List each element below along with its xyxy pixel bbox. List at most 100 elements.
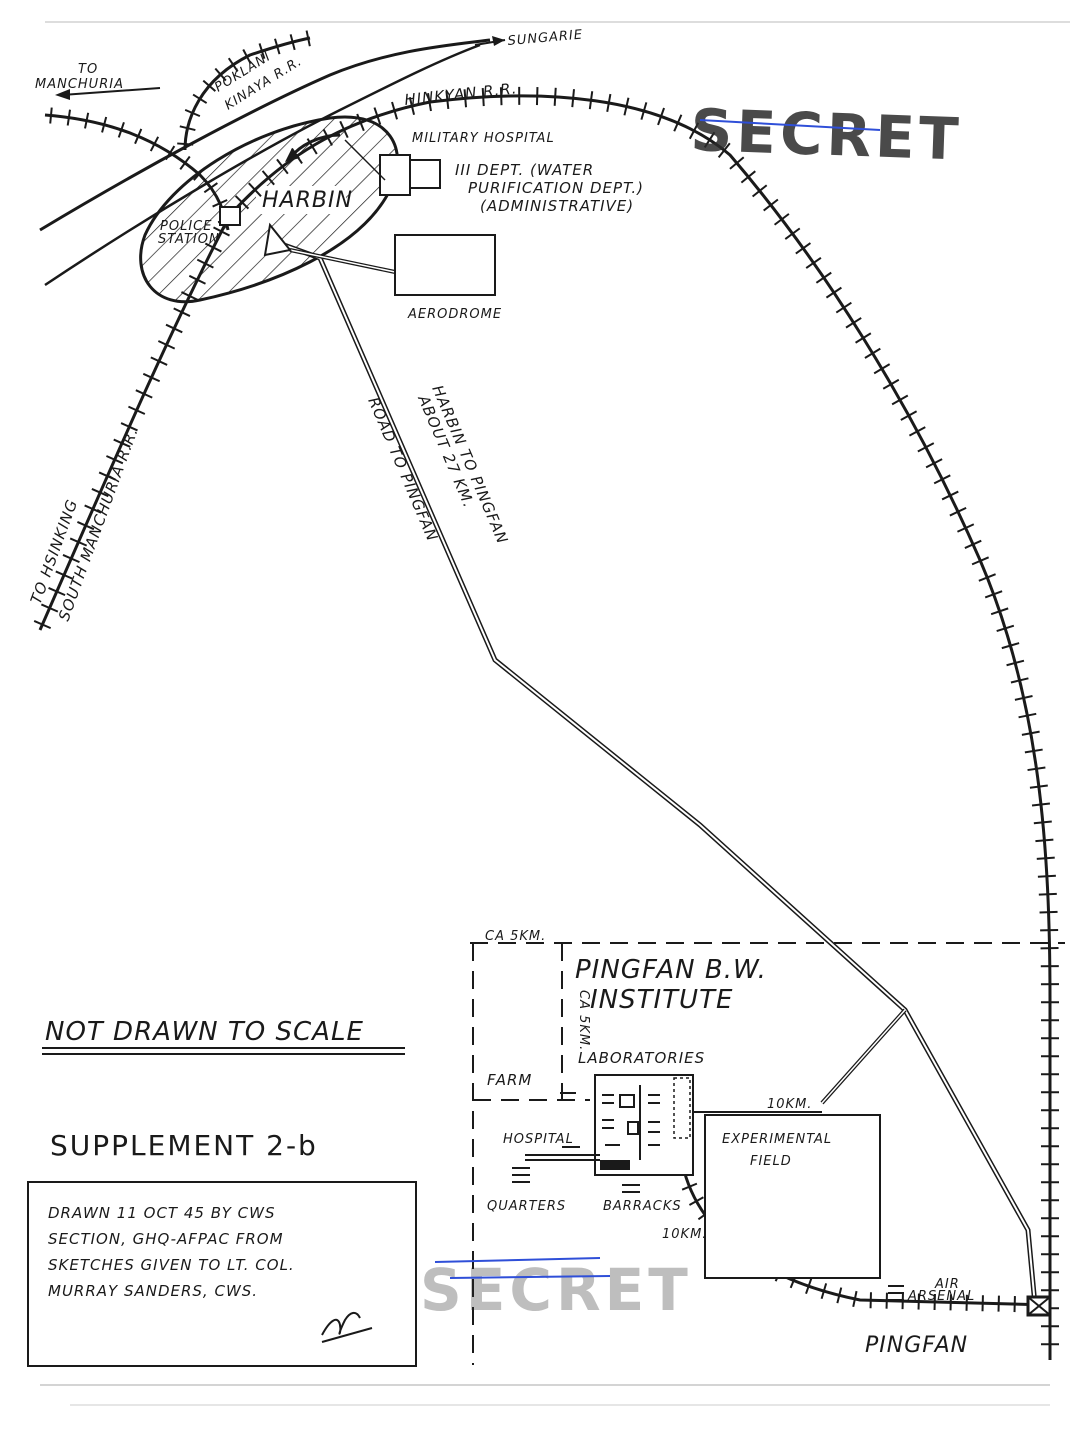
air-arsenal-marks	[888, 1285, 904, 1301]
hospital-leader	[344, 139, 386, 181]
railway-tie	[640, 102, 648, 120]
railway-tie	[1033, 820, 1052, 825]
hospital-pointer-head	[285, 148, 300, 162]
railway-tie	[1029, 784, 1048, 789]
aerodrome-box	[394, 234, 496, 296]
third-dept-building	[409, 159, 441, 189]
railway-tie	[703, 131, 716, 148]
railway-tie	[949, 506, 967, 517]
railway-tie	[571, 89, 575, 108]
manchuria-arrow-line	[61, 87, 161, 96]
railway-tie	[274, 38, 281, 55]
railway-tie	[276, 158, 289, 175]
railway-tie	[84, 112, 90, 129]
railway-tie	[214, 67, 227, 82]
railway-tie	[681, 1182, 698, 1191]
railway-tie	[142, 372, 161, 383]
lab-railing	[673, 1077, 691, 1139]
label-laboratories: LABORATORIES	[578, 1049, 705, 1067]
railway-tie	[933, 474, 951, 485]
railway-tie	[964, 539, 982, 549]
railway-tie	[673, 114, 683, 132]
railway-tie	[499, 87, 503, 106]
railway-tie	[48, 586, 66, 597]
railway-tie	[984, 590, 1003, 599]
railway-tie	[588, 91, 594, 110]
railway-tie	[751, 184, 768, 198]
credit-box	[27, 1181, 417, 1367]
railway-tie	[864, 347, 881, 359]
railway-tie	[196, 258, 214, 269]
railway-tie	[917, 442, 935, 453]
label-barracks: BARRACKS	[603, 1199, 682, 1214]
label-dept-2: PURIFICATION DEPT.)	[468, 179, 644, 197]
railway-tie	[805, 1278, 813, 1295]
label-10km-2: 10KM.	[662, 1227, 707, 1242]
railway-tie	[213, 226, 230, 237]
railway-tie	[179, 155, 191, 170]
railway-tie	[1036, 856, 1055, 860]
railway-tie	[891, 394, 909, 406]
label-experimental-1: EXPERIMENTAL	[722, 1132, 832, 1147]
label-ca-5km-v: CA 5KM.	[576, 990, 591, 1051]
lab-vehicle-mark	[600, 1160, 630, 1170]
railway-tie	[657, 107, 665, 126]
railway-tie	[688, 1196, 704, 1206]
railway-tie	[463, 89, 468, 108]
railway-tie	[91, 488, 109, 498]
military-hospital-building	[379, 154, 411, 196]
railway-tie	[852, 1290, 858, 1307]
credit-line-1: DRAWN 11 OCT 45 BY CWS	[48, 1204, 276, 1222]
railway-tie	[356, 113, 365, 132]
railway-tie	[173, 307, 191, 317]
sungarie-arrow-head	[492, 36, 505, 46]
road-spur-inner	[821, 1009, 906, 1104]
stamp-top-strike	[699, 119, 881, 131]
label-farm: FARM	[487, 1071, 532, 1089]
laboratories-compound	[594, 1074, 694, 1176]
label-pingfan: PINGFAN	[865, 1333, 968, 1358]
railway-tie	[1035, 838, 1054, 843]
railway-tie	[1014, 695, 1033, 701]
label-arsenal: ARSENAL	[907, 1289, 975, 1304]
secret-stamp-bottom: SECRET	[420, 1256, 692, 1324]
railway-tie	[1037, 874, 1056, 878]
harbin-label-bg	[256, 186, 346, 214]
railway-tie	[234, 195, 250, 210]
railway-tie	[990, 607, 1009, 616]
railway-tie	[62, 554, 80, 564]
label-institute-2: INSTITUTE	[590, 985, 733, 1015]
credit-line-3: SKETCHES GIVEN TO LT. COL.	[48, 1256, 295, 1274]
railway-tie	[69, 537, 88, 547]
railway-tie	[227, 57, 239, 72]
railway-tie	[149, 136, 160, 152]
label-hospital: HOSPITAL	[503, 1132, 574, 1147]
railway-tie	[1027, 766, 1046, 772]
railway-tie	[1039, 910, 1058, 914]
railway-tie	[825, 286, 842, 299]
label-manchuria: MANCHURIA	[35, 77, 124, 92]
river-bank-south	[39, 38, 491, 232]
railway-tie	[261, 170, 275, 186]
railway-tie	[289, 34, 296, 51]
label-quarters: QUARTERS	[487, 1199, 566, 1214]
railway-tie	[120, 422, 138, 432]
railway-tie	[805, 256, 822, 269]
railway-tie	[1010, 677, 1029, 684]
railway-tie	[784, 227, 801, 240]
railway-tie	[192, 93, 208, 104]
railway-tie	[1001, 642, 1020, 650]
railway-tie	[117, 122, 125, 138]
railway-tie	[165, 145, 176, 161]
railway-tie	[729, 156, 745, 170]
railway-tie	[98, 471, 117, 481]
railway-tie	[339, 120, 349, 139]
label-harbin: HARBIN	[262, 188, 353, 213]
manchuria-arrow-head	[55, 89, 70, 100]
railway-tie	[204, 242, 222, 253]
railway-tie	[855, 332, 872, 344]
railway-tie	[996, 624, 1015, 633]
railway-tie	[177, 142, 194, 146]
railway-tie	[84, 504, 102, 514]
